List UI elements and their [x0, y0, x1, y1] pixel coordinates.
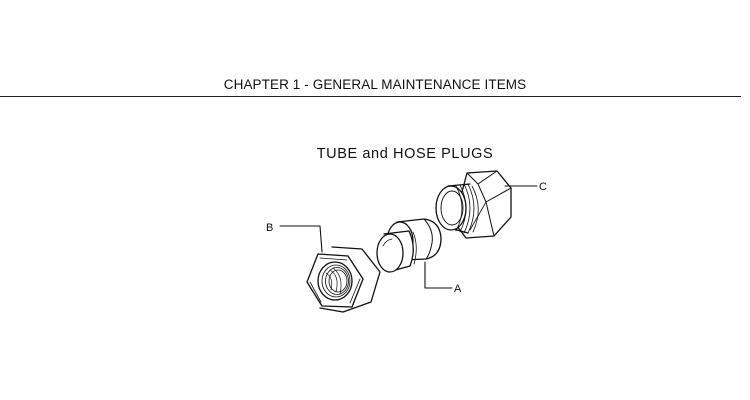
leader-b: [279, 225, 323, 253]
leader-a: [424, 261, 453, 289]
callout-label-b: B: [266, 222, 273, 234]
tube-plug-icon: [376, 218, 442, 273]
hex-nut-icon: [306, 246, 381, 313]
figure-title: TUBE and HOSE PLUGS: [316, 146, 494, 162]
chapter-header: CHAPTER 1 - GENERAL MAINTENANCE ITEMS: [223, 77, 527, 92]
threaded-hex-plug-icon: [435, 170, 512, 239]
header-rule: [0, 96, 741, 97]
callout-label-c: C: [539, 181, 547, 193]
callout-leaders: [279, 185, 538, 289]
callout-label-a: A: [454, 283, 462, 295]
